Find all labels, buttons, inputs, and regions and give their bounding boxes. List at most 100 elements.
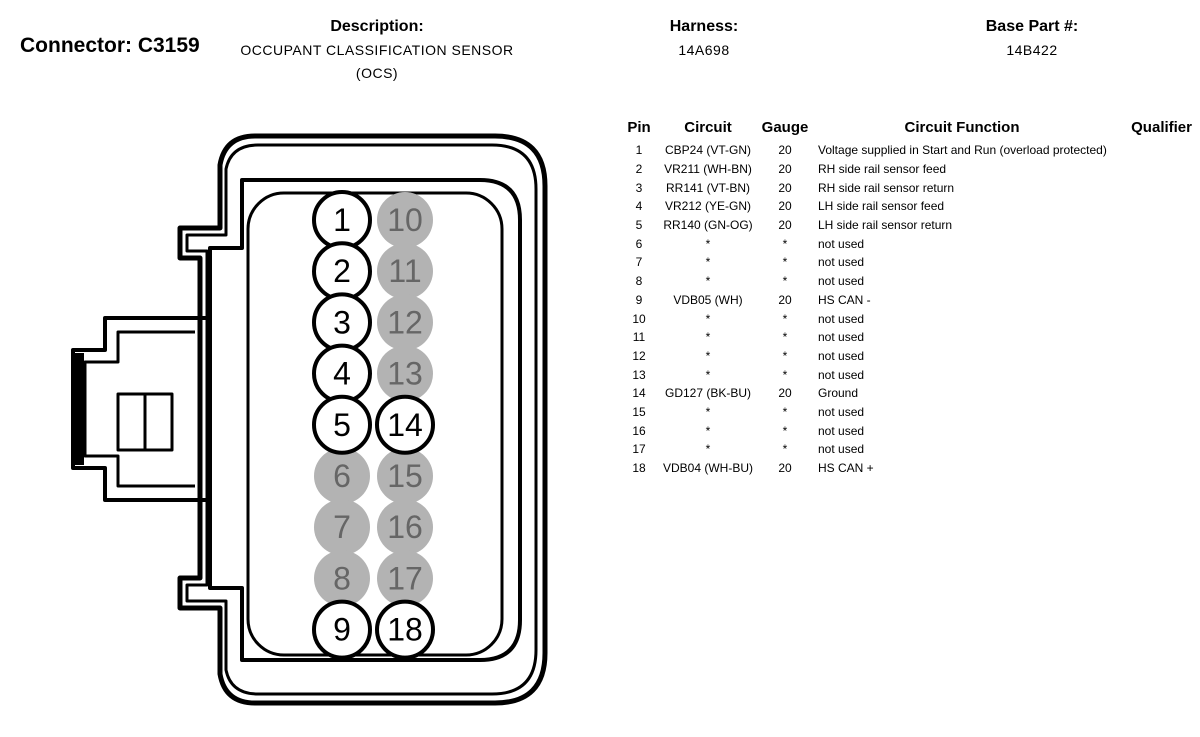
pin-label: 9 — [333, 612, 351, 648]
circuit-cell: * — [705, 367, 711, 382]
pin-14: 14 — [375, 394, 435, 455]
connector-cavity — [246, 191, 504, 657]
gauge-cell: 20 — [778, 461, 792, 476]
pin-circle — [377, 345, 433, 402]
circuit-cell: GD127 (BK-BU) — [664, 386, 752, 401]
function-cell: not used — [818, 236, 865, 251]
table-row: 17**not used — [620, 440, 1192, 459]
header-qualifier: Qualifier — [1131, 118, 1192, 136]
pin-label: 14 — [387, 407, 423, 443]
pin-cell: 14 — [632, 386, 646, 401]
circuit-cell: CBP24 (VT-GN) — [664, 143, 751, 158]
harness-value: 14A698 — [678, 42, 730, 58]
table-row: 12**not used — [620, 347, 1192, 366]
pin-label: 5 — [333, 407, 351, 443]
pin-cell: 4 — [635, 199, 643, 214]
pin-circle — [375, 394, 435, 455]
table-row: 11**not used — [620, 328, 1192, 347]
pin-cell: 18 — [632, 461, 646, 476]
pin-label: 15 — [387, 458, 423, 494]
pin-5: 5 — [312, 394, 372, 455]
function-cell: LH side rail sensor feed — [818, 199, 945, 214]
qualifier-cell — [1112, 403, 1192, 422]
pin-circle — [314, 550, 370, 607]
circuit-cell: * — [705, 348, 711, 363]
harness-label: Harness: — [669, 18, 739, 35]
gauge-cell: * — [782, 404, 788, 419]
pin-label: 10 — [387, 202, 423, 238]
connector-outer-shell — [177, 133, 548, 706]
circuit-cell: * — [705, 442, 711, 457]
table-row: 16**not used — [620, 421, 1192, 440]
qualifier-cell — [1112, 272, 1192, 291]
description-block: Description: OCCUPANT CLASSIFICATION SEN… — [222, 18, 532, 82]
function-cell: HS CAN - — [818, 292, 871, 307]
pin-label: 11 — [388, 253, 421, 289]
qualifier-cell — [1112, 421, 1192, 440]
qualifier-cell — [1112, 459, 1192, 478]
gauge-cell: 20 — [778, 292, 792, 307]
qualifier-cell — [1112, 291, 1192, 310]
circuit-cell: VR212 (YE-GN) — [664, 199, 752, 214]
function-cell: HS CAN + — [818, 461, 874, 476]
qualifier-cell — [1112, 384, 1192, 403]
gauge-cell: * — [782, 274, 788, 289]
qualifier-cell — [1112, 234, 1192, 253]
pin-18: 18 — [375, 599, 435, 660]
qualifier-cell — [1112, 365, 1192, 384]
pin-2: 2 — [312, 241, 372, 302]
pin-label: 6 — [333, 458, 351, 494]
pin-7: 7 — [314, 499, 370, 556]
gauge-cell: 20 — [778, 162, 792, 177]
table-row: 6 * * not used — [620, 234, 1192, 253]
pin-12: 12 — [377, 294, 433, 351]
pin-6: 6 — [314, 448, 370, 504]
connector-inner-shell — [185, 143, 538, 696]
gauge-cell: 20 — [778, 143, 792, 158]
table-row: 18 VDB04 (WH-BU) 20 HS CAN + — [620, 459, 1192, 478]
pin-cell: 11 — [632, 330, 646, 345]
pin-4: 4 — [312, 343, 372, 404]
pin-1: 1 — [312, 190, 372, 250]
function-cell: not used — [818, 367, 865, 382]
pin-cell: 17 — [632, 442, 646, 457]
function-cell: not used — [818, 311, 865, 326]
latch-tab — [72, 353, 84, 465]
pin-label: 13 — [387, 356, 423, 392]
pin-10: 10 — [377, 192, 433, 248]
pin-11: 11 — [377, 243, 433, 300]
function-cell: not used — [818, 404, 865, 419]
gauge-cell: 20 — [778, 180, 792, 195]
harness-block: Harness: 14A698 — [630, 18, 778, 59]
circuit-cell: * — [705, 236, 711, 251]
pin-cell: 6 — [635, 236, 643, 251]
qualifier-cell — [1112, 141, 1192, 160]
pin-cell: 9 — [635, 292, 643, 307]
circuit-cell: * — [705, 255, 711, 270]
pin-cell: 10 — [632, 311, 646, 326]
pin-circle — [377, 499, 433, 556]
qualifier-cell — [1112, 197, 1192, 216]
qualifier-cell — [1112, 440, 1192, 459]
circuit-cell: * — [705, 423, 711, 438]
function-cell: RH side rail sensor return — [818, 180, 955, 195]
pin-circle — [312, 599, 372, 660]
latch-inner — [83, 330, 195, 488]
pin-circle — [377, 192, 433, 248]
description-line-1: OCCUPANT CLASSIFICATION SENSOR — [240, 42, 514, 58]
gauge-cell: 20 — [778, 386, 792, 401]
header-gauge: Gauge — [761, 118, 809, 136]
header-circuit: Circuit — [684, 118, 732, 136]
connector-title: Connector: C3159 — [20, 34, 200, 57]
circuit-cell: VR211 (WH-BN) — [664, 162, 752, 177]
pin-17: 17 — [377, 550, 433, 607]
pin-circle — [375, 599, 435, 660]
base-part-block: Base Part #: 14B422 — [956, 18, 1108, 59]
circuit-cell: VDB04 (WH-BU) — [662, 461, 753, 476]
gauge-cell: * — [782, 311, 788, 326]
gauge-cell: * — [782, 236, 788, 251]
